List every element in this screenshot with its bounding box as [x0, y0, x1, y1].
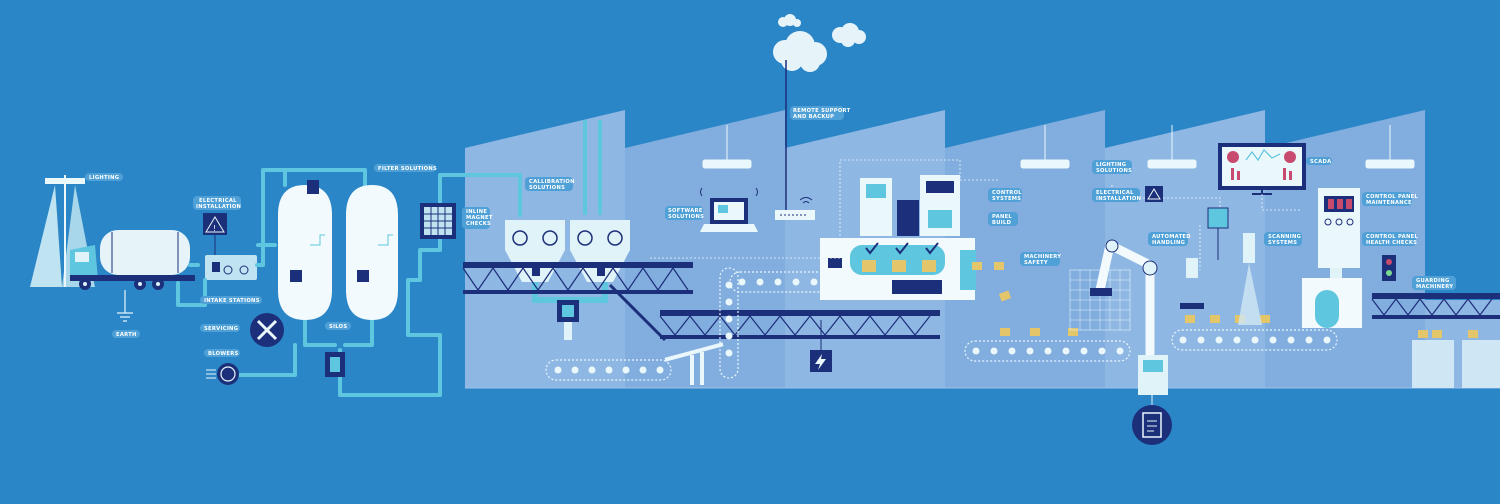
svg-text:ELECTRICAL: ELECTRICAL: [1096, 190, 1134, 196]
svg-text:BUILD: BUILD: [992, 220, 1012, 226]
svg-text:INSTALLATION: INSTALLATION: [196, 204, 241, 210]
svg-text:FILTER SOLUTIONS: FILTER SOLUTIONS: [378, 166, 437, 172]
tanker-truck-icon: [70, 230, 195, 290]
control-panel-cabinet: [1302, 188, 1362, 328]
svg-text:PANEL: PANEL: [992, 214, 1012, 220]
svg-text:LIGHTING: LIGHTING: [1096, 162, 1126, 168]
svg-text:CHECKS: CHECKS: [466, 221, 491, 227]
svg-text:INTAKE STATIONS: INTAKE STATIONS: [204, 298, 260, 304]
svg-text:REMOTE SUPPORT: REMOTE SUPPORT: [793, 108, 851, 114]
svg-text:SYSTEMS: SYSTEMS: [992, 196, 1021, 202]
valve-unit: [325, 352, 345, 377]
label-blowers: BLOWERS: [204, 349, 240, 357]
svg-text:MAINTENANCE: MAINTENANCE: [1366, 200, 1412, 206]
traffic-light-icon: [1382, 255, 1396, 281]
svg-text:CONTROL PANEL: CONTROL PANEL: [1366, 234, 1418, 240]
svg-text:CALLIBRATION: CALLIBRATION: [529, 179, 575, 185]
blower-icon: [206, 363, 239, 385]
svg-text:SYSTEMS: SYSTEMS: [1268, 240, 1297, 246]
svg-text:SCADA: SCADA: [1310, 159, 1331, 165]
svg-text:SERVICING: SERVICING: [204, 326, 238, 332]
svg-text:!: !: [213, 224, 216, 233]
svg-text:SOLUTIONS: SOLUTIONS: [1096, 168, 1132, 174]
svg-text:SOFTWARE: SOFTWARE: [668, 208, 703, 214]
label-lighting: LIGHTING: [85, 173, 123, 181]
svg-text:ELECTRICAL: ELECTRICAL: [199, 198, 237, 204]
svg-text:EARTH: EARTH: [116, 332, 137, 338]
svg-text:HANDLING: HANDLING: [1152, 240, 1185, 246]
svg-text:SOLUTIONS: SOLUTIONS: [668, 214, 704, 220]
svg-text:SOLUTIONS: SOLUTIONS: [529, 185, 565, 191]
guarding-machinery-bins: [1412, 330, 1500, 388]
svg-text:CONTROL: CONTROL: [992, 190, 1022, 196]
svg-text:HEALTH CHECKS: HEALTH CHECKS: [1366, 240, 1417, 246]
svg-text:SAFETY: SAFETY: [1024, 260, 1048, 266]
svg-text:SILOS: SILOS: [329, 324, 347, 330]
label-servicing: SERVICING: [200, 324, 240, 332]
conveyor-main: [462, 262, 1500, 342]
svg-text:INSTALLATION: INSTALLATION: [1096, 196, 1141, 202]
silo-icon: [278, 180, 398, 320]
label-intake-stations: INTAKE STATIONS: [200, 296, 262, 304]
operator-figure: [664, 342, 724, 385]
scada-monitor-icon: [1218, 143, 1306, 195]
clipboard-icon: [1132, 395, 1172, 445]
svg-text:INLINE: INLINE: [466, 209, 487, 215]
svg-text:BLOWERS: BLOWERS: [208, 351, 239, 357]
svg-text:MACHINERY: MACHINERY: [1024, 254, 1061, 260]
svg-text:CONTROL PANEL: CONTROL PANEL: [1366, 194, 1418, 200]
filter-grid-icon: [420, 203, 456, 239]
pipework: [176, 168, 522, 397]
label-silos: SILOS: [325, 322, 351, 330]
svg-text:LIGHTING: LIGHTING: [89, 175, 119, 181]
label-scada: SCADA: [1306, 157, 1332, 165]
svg-text:GUARDING: GUARDING: [1416, 278, 1450, 284]
svg-text:MACHINERY: MACHINERY: [1416, 284, 1453, 290]
svg-text:MAGNET: MAGNET: [466, 215, 493, 221]
earth-icon: [117, 290, 133, 322]
svg-text:SCANNING: SCANNING: [1268, 234, 1301, 240]
laptop-icon: [700, 187, 758, 232]
label-earth: EARTH: [112, 330, 140, 338]
lightning-icon: [810, 320, 832, 372]
electrical-hazard-icon-2: [1145, 186, 1163, 202]
signal-lines: [650, 159, 1300, 270]
electrical-hazard-icon: !: [203, 213, 227, 255]
label-filter-solutions: FILTER SOLUTIONS: [374, 164, 437, 172]
router-icon: [775, 197, 815, 220]
robot-arm-icon: [1069, 239, 1168, 395]
packaging-machine: [820, 175, 976, 300]
ceiling-lamps: [702, 125, 1415, 169]
svg-text:AUTOMATED: AUTOMATED: [1152, 234, 1191, 240]
wrench-screwdriver-icon: [250, 313, 284, 347]
intake-station: [205, 255, 257, 280]
svg-text:AND BACKUP: AND BACKUP: [793, 114, 834, 120]
cloud-icon: [773, 14, 866, 72]
scanner-icon: [1180, 207, 1262, 325]
